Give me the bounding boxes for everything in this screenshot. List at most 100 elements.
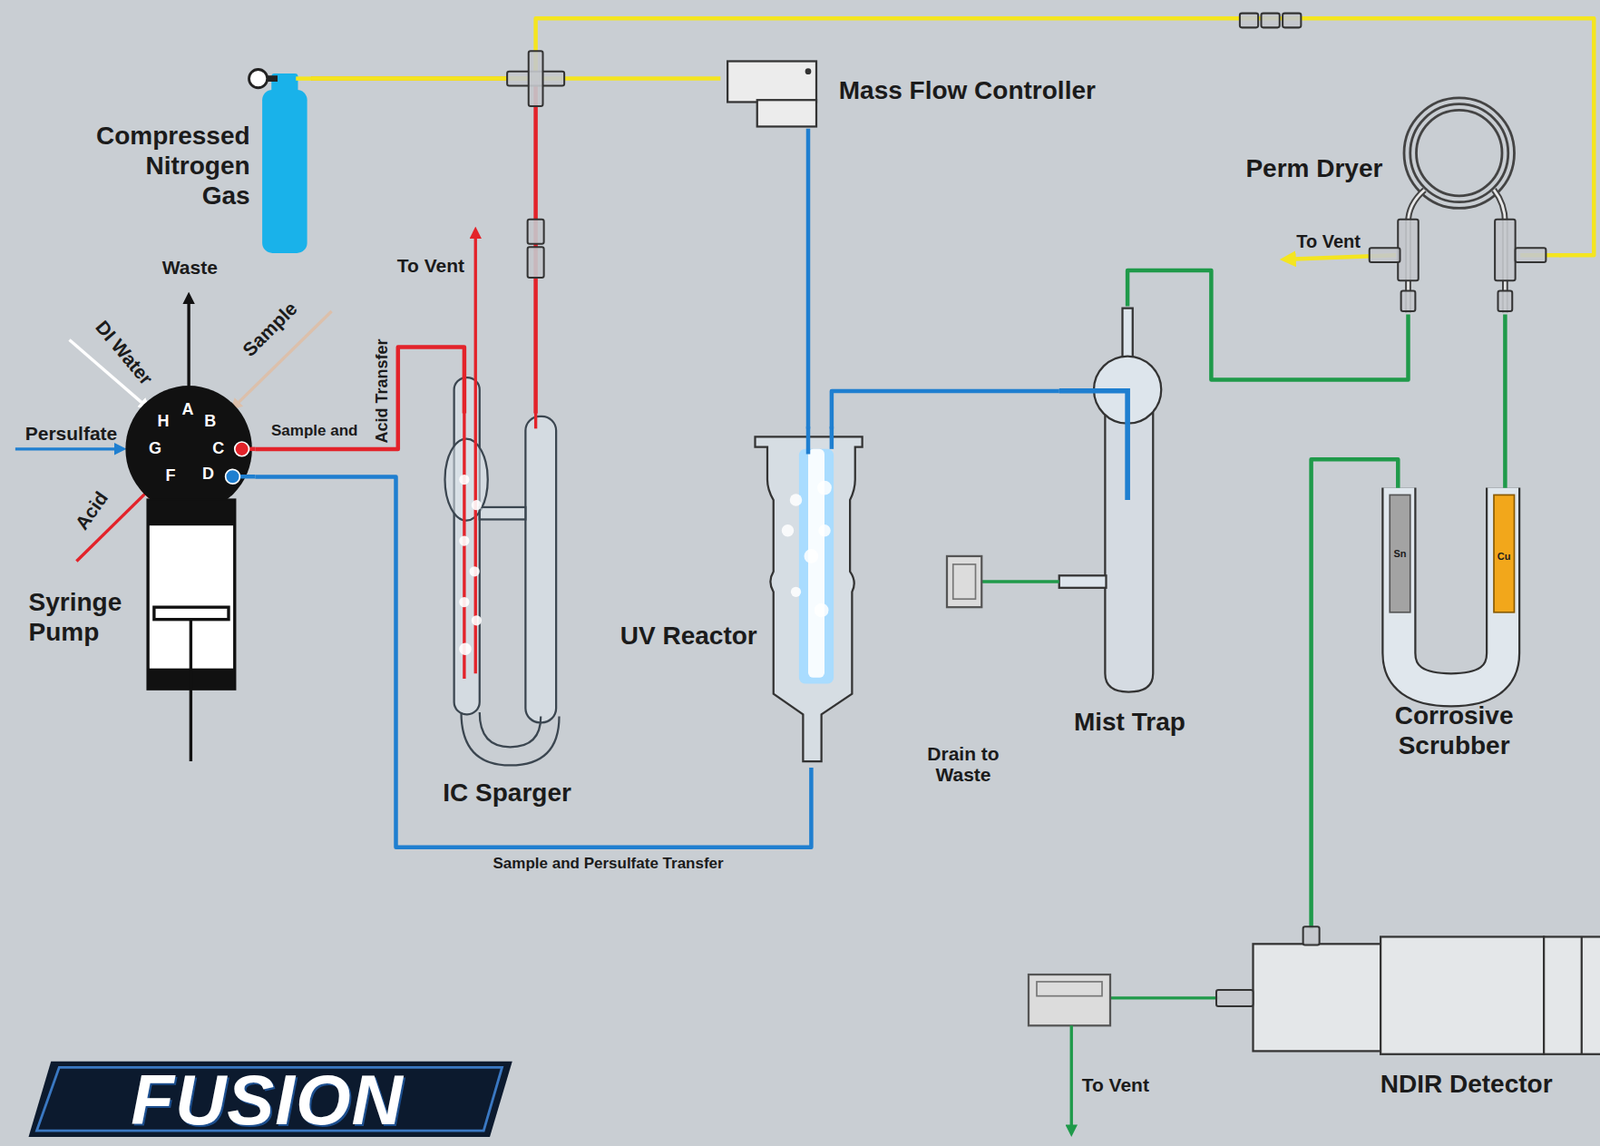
corrosive-scrubber-tube: [1389, 487, 1514, 691]
fittings: [1494, 219, 1516, 281]
mist-trap: Mist Trap: [1059, 306, 1205, 746]
drain-label: Drain to Waste: [916, 742, 1011, 785]
mist-trap-glass: [946, 556, 982, 607]
sparger-gas-lines: [458, 596, 469, 607]
line-label: Acid Transfer: [373, 338, 392, 443]
uv-reactor-vessel: [755, 436, 863, 761]
fittings: [527, 219, 545, 244]
mass-flow-controller: Mass Flow Controller: [720, 55, 1131, 129]
corrosive-scrubber-tube: [1398, 487, 1503, 691]
mist-trap-glass: [946, 308, 1161, 693]
corrosive-scrubber-tube: [1389, 494, 1411, 612]
ndir-detector-body: [1380, 936, 1544, 1054]
sparger-gas-lines: [458, 535, 469, 546]
vent-label: To Vent: [397, 254, 465, 276]
uv-reactor-vessel: [781, 524, 795, 537]
ic-sparger-glass: [479, 712, 542, 747]
tubing-connector: [831, 390, 1060, 430]
tubing-connector: [254, 476, 811, 847]
ic-sparger: IC Sparger: [434, 413, 586, 822]
material-label: Sn: [1394, 547, 1407, 559]
gas-cylinder: Compressed Nitrogen Gas: [93, 61, 312, 258]
fittings: [527, 246, 545, 278]
ndir-detector-body: [1070, 1024, 1074, 1131]
node-label: Mist Trap: [1073, 706, 1186, 737]
tubing-connector: [254, 347, 465, 450]
valve-port-letter: D: [202, 465, 215, 484]
corrosive-scrubber-tube: [1493, 494, 1515, 612]
uv-reactor-vessel: [818, 524, 831, 537]
sparger-gas-lines: [458, 474, 469, 485]
corrosive-scrubber: Corrosive Scrubber: [1369, 487, 1540, 779]
mist-trap-glass: [1122, 308, 1133, 361]
fittings: [1397, 219, 1419, 281]
valve-port-letter: H: [157, 412, 170, 431]
tubing-connector: [1127, 270, 1408, 380]
fittings: [1303, 926, 1320, 945]
syringe-pump-illustration: [234, 441, 250, 457]
fittings: [1369, 247, 1401, 263]
uv-reactor-vessel: [781, 480, 832, 618]
syringe-pump-illustration: [15, 297, 332, 761]
uv-reactor-vessel: [829, 426, 835, 449]
port-label: Persulfate: [25, 422, 118, 444]
valve-port-letter: B: [204, 412, 216, 431]
vent-label: To Vent: [1296, 231, 1361, 252]
port-label: Waste: [162, 256, 218, 278]
perm-dryer-coil: [1287, 97, 1562, 313]
fittings: [1216, 989, 1254, 1006]
syringe-pump-illustration: [147, 499, 235, 526]
mass-flow-controller-body: [805, 68, 812, 75]
syringe-pump-illustration: [225, 468, 241, 484]
fittings: [1282, 13, 1301, 29]
fittings: [528, 50, 544, 107]
sparger-gas-lines: [458, 232, 536, 678]
tubing-connector: [1311, 458, 1399, 929]
syringe-pump-illustration: [189, 619, 193, 761]
mist-trap-glass: [1059, 575, 1107, 587]
tubing-connector: [1502, 314, 1508, 488]
syringe-pump-illustration: [125, 385, 253, 512]
mass-flow-controller-body: [727, 60, 817, 127]
gas-cylinder: [249, 68, 313, 253]
mist-trap-glass: [1059, 390, 1128, 500]
uv-reactor-vessel: [799, 448, 834, 684]
logo-backing: [29, 1061, 513, 1137]
node-label: Corrosive Scrubber: [1395, 700, 1514, 761]
sparger-gas-lines: [471, 499, 482, 510]
sparger-gas-lines: [469, 565, 480, 576]
syringe-pump-illustration: [154, 606, 229, 619]
port-label: DI Water: [91, 315, 157, 389]
vent-label: To Vent: [1082, 1073, 1150, 1095]
fittings: [1498, 291, 1513, 312]
node-label: Perm Dryer: [1245, 153, 1383, 184]
valve-port-letter: F: [165, 467, 176, 486]
sparger-gas-lines: [534, 411, 537, 429]
uv-reactor-vessel: [806, 426, 811, 454]
node-label: Mass Flow Controller: [839, 75, 1096, 106]
node-label: UV Reactor: [620, 620, 758, 651]
logo-backing: [29, 1061, 513, 1137]
ndir-detector-body: [1110, 995, 1220, 999]
tubing-connector: [806, 128, 811, 430]
gas-cylinder: [295, 76, 313, 80]
node-label: IC Sparger: [442, 777, 572, 808]
ic-sparger-glass: [445, 377, 560, 765]
ic-sparger-glass: [461, 712, 560, 765]
tubing-connector: [311, 78, 536, 414]
ndir-detector-body: [1028, 974, 1111, 1025]
port-label: Acid: [70, 487, 112, 534]
node-label: Compressed Nitrogen Gas: [96, 120, 251, 211]
ic-sparger-glass: [479, 507, 527, 519]
uv-reactor-vessel: [817, 480, 832, 496]
gas-cylinder: [267, 75, 278, 82]
sparger-gas-lines: [458, 643, 472, 655]
node-label: Syringe Pump: [29, 586, 123, 647]
node-label: NDIR Detector: [1380, 1068, 1553, 1099]
ndir-detector-body: [1253, 943, 1382, 1051]
valve-port-letter: A: [182, 400, 195, 420]
uv-reactor-vessel: [790, 493, 803, 506]
mass-flow-controller-body: [757, 99, 817, 127]
uv-reactor: UV Reactor: [608, 429, 867, 769]
sparger-gas-lines: [471, 614, 482, 625]
